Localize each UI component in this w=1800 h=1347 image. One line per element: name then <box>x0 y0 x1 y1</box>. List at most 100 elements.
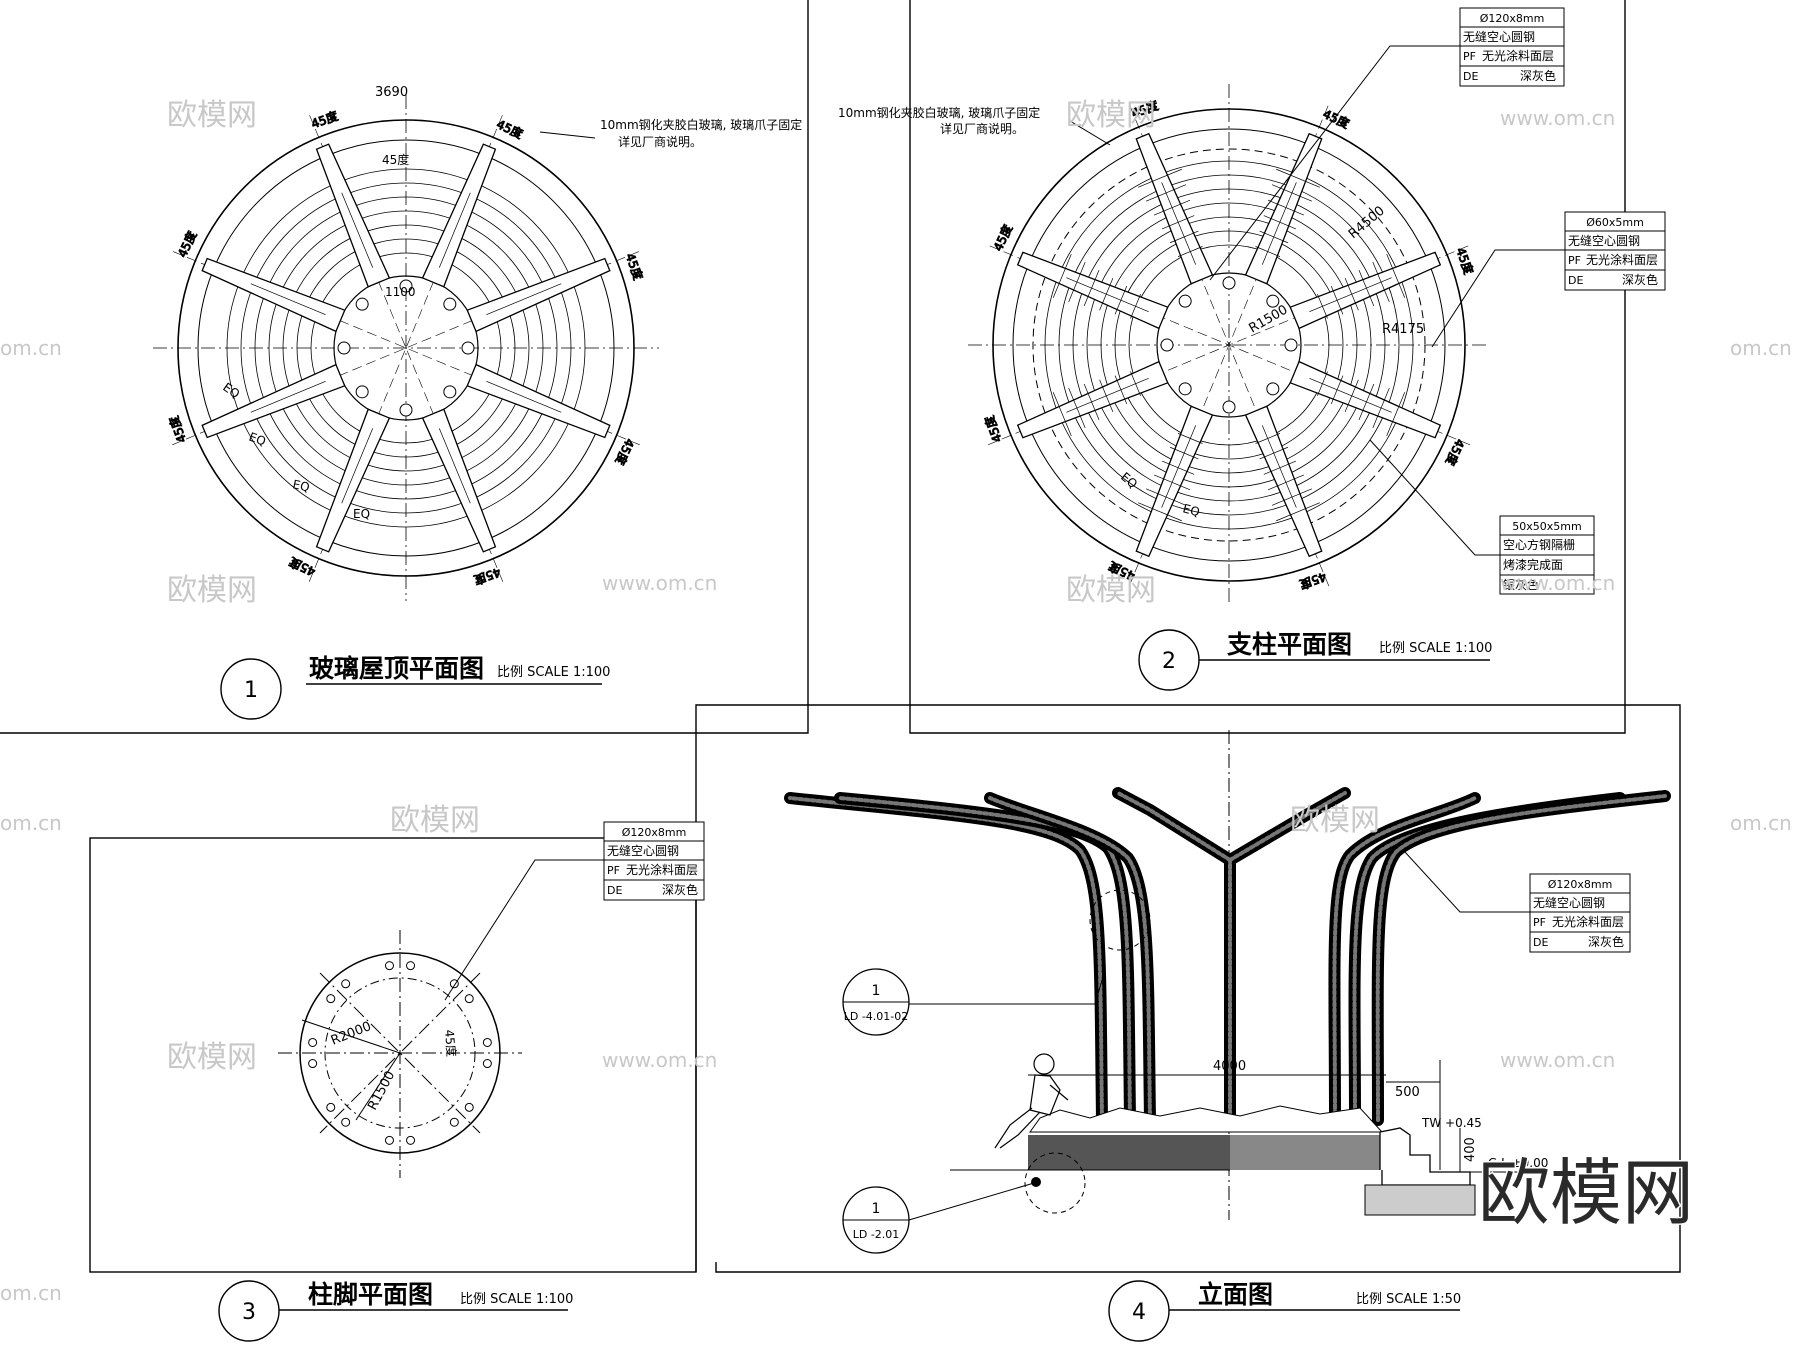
foot-bolt <box>341 1117 351 1127</box>
foot-bolt <box>464 1102 474 1112</box>
grille-bar <box>1271 184 1313 202</box>
tag-pf-code: PF <box>1533 916 1546 929</box>
roof-arm <box>1244 405 1323 558</box>
tag-size: 50x50x5mm <box>1512 520 1581 533</box>
v4-view-number-circle <box>1108 1280 1170 1342</box>
angle-dimension-label: 45度 <box>166 414 189 445</box>
column-slot <box>1222 276 1236 290</box>
column-slot <box>355 385 369 399</box>
seated-person-figure <box>994 1053 1069 1149</box>
v2-tag-tube: Ø120x8mm 无缝空心圆钢 PF 无光涂料面层 DE 深灰色 <box>1209 7 1565 281</box>
angle-dimension-label: 45度 <box>981 414 1004 445</box>
grille-bar <box>1083 269 1100 307</box>
roof-arm <box>466 257 611 333</box>
v1-eq-label: EQ <box>220 380 242 401</box>
v2-eq-label: EQ <box>1181 501 1201 519</box>
grille-bar <box>1083 383 1100 421</box>
v3-title: 柱脚平面图 <box>308 1280 433 1309</box>
grille-bar <box>1068 387 1086 429</box>
arm-centerline <box>1309 277 1392 313</box>
roof-arm <box>1289 360 1442 439</box>
grille-bar <box>1267 199 1305 216</box>
tag-de-text: 深灰色 <box>1622 273 1658 287</box>
watermark-edge: om.cn <box>0 336 62 360</box>
angle-dimension-label: 45度 <box>472 565 503 588</box>
watermark-site: www.om.cn <box>1500 1048 1615 1072</box>
tag-pf-text: 无光涂料面层 <box>1552 914 1624 929</box>
angle-dimension-label: 45度 <box>623 251 646 282</box>
grille-bar <box>1358 269 1375 307</box>
view-3-annotations: R2000 R1500 45度 Ø120x8mm 无缝空心圆钢 PF 无光涂料面… <box>218 821 705 1342</box>
foot-bolt <box>308 1059 318 1069</box>
tag-size: Ø120x8mm <box>1548 878 1613 891</box>
watermark-brand: 欧模网 <box>1066 98 1156 133</box>
grille-bar <box>1267 474 1305 491</box>
watermark-edge: om.cn <box>0 1281 62 1305</box>
ref-sheet: LD -4.01-02 <box>844 1010 909 1023</box>
arm-centerline <box>250 283 326 316</box>
foot-bolt <box>326 1102 336 1112</box>
watermark-brand: 欧模网 <box>1066 573 1156 608</box>
v1-angle-label: 45度 <box>382 152 409 167</box>
foot-bolt <box>464 994 474 1004</box>
v4-gl-level: G.L ±0.00 <box>1488 1156 1548 1170</box>
v3-view-number: 3 <box>242 1300 256 1325</box>
grille-bar <box>1330 285 1344 315</box>
v2-radius-outer: R4500 <box>1346 203 1388 242</box>
grille-bar <box>1276 168 1320 188</box>
grille-bar <box>1259 446 1289 460</box>
tag-pf-code: PF <box>607 864 620 877</box>
grille-bar <box>1099 277 1114 311</box>
v1-eq-label: EQ <box>353 507 370 521</box>
foot-bolt <box>308 1037 318 1047</box>
tag-size: Ø60x5mm <box>1586 216 1644 229</box>
grille-bar <box>1271 488 1313 506</box>
grille-bar <box>1177 433 1203 444</box>
arm-centerline <box>486 380 562 413</box>
watermark-brand: 欧模网 <box>1290 803 1380 838</box>
roof-arm <box>315 143 391 288</box>
grille-bar <box>1344 379 1359 413</box>
tag-pf-text: 无光涂料面层 <box>626 862 698 877</box>
tag-size: Ø120x8mm <box>622 826 687 839</box>
angle-dimension-label: 45度 <box>1443 437 1468 468</box>
grille-bar <box>1153 199 1191 216</box>
tag-material: 无缝空心圆钢 <box>607 843 679 858</box>
grille-bar <box>1263 460 1297 475</box>
grille-bar <box>1255 433 1281 444</box>
grille-bar <box>1259 230 1289 244</box>
v2-note-line1: 10mm钢化夹胶白玻璃, 玻璃爪子固定 <box>838 105 1040 120</box>
arm-centerline <box>486 283 562 316</box>
v3-radius-inner: R1500 <box>365 1069 398 1113</box>
column-slot <box>443 297 457 311</box>
grille-bar <box>1372 261 1390 303</box>
v2-scale: 比例 SCALE 1:100 <box>1379 641 1492 656</box>
planting-mass <box>1029 1105 1384 1133</box>
roof-arm <box>201 363 346 439</box>
view-4-annotations: 4000 500 400 TW +0.45 G.L ±0.00 1 LD -4.… <box>842 851 1631 1342</box>
column-slot <box>1178 382 1192 396</box>
grille-bar <box>1169 446 1199 460</box>
curb-base <box>1364 1184 1476 1216</box>
grille-bar <box>1255 246 1281 257</box>
grille-bar <box>1169 230 1199 244</box>
v1-note-line2: 详见厂商说明。 <box>618 134 702 149</box>
v1-title: 玻璃屋顶平面图 <box>309 654 484 683</box>
roof-arm <box>1016 360 1169 439</box>
angle-dimension-label: 45度 <box>287 555 318 580</box>
watermark-brand: 欧模网 <box>167 1040 257 1075</box>
watermark-site: www.om.cn <box>602 571 717 595</box>
v4-tag: Ø120x8mm 无缝空心圆钢 PF 无光涂料面层 DE 深灰色 <box>1404 851 1631 953</box>
hub-ring <box>1156 272 1302 418</box>
v1-scale: 比例 SCALE 1:100 <box>497 665 610 680</box>
grille-bar <box>1099 379 1114 413</box>
watermark-edge: om.cn <box>1730 336 1792 360</box>
grille-bar <box>1114 285 1128 315</box>
v3-tag: Ø120x8mm 无缝空心圆钢 PF 无光涂料面层 DE 深灰色 <box>444 821 705 1001</box>
watermark-site: www.om.cn <box>1500 106 1615 130</box>
pipe-texture <box>1332 796 1477 1122</box>
v4-dim-500: 500 <box>1395 1085 1420 1100</box>
pipe-texture <box>838 796 1132 1122</box>
column-slot <box>399 279 413 293</box>
v3-view-number-circle <box>218 1280 280 1342</box>
